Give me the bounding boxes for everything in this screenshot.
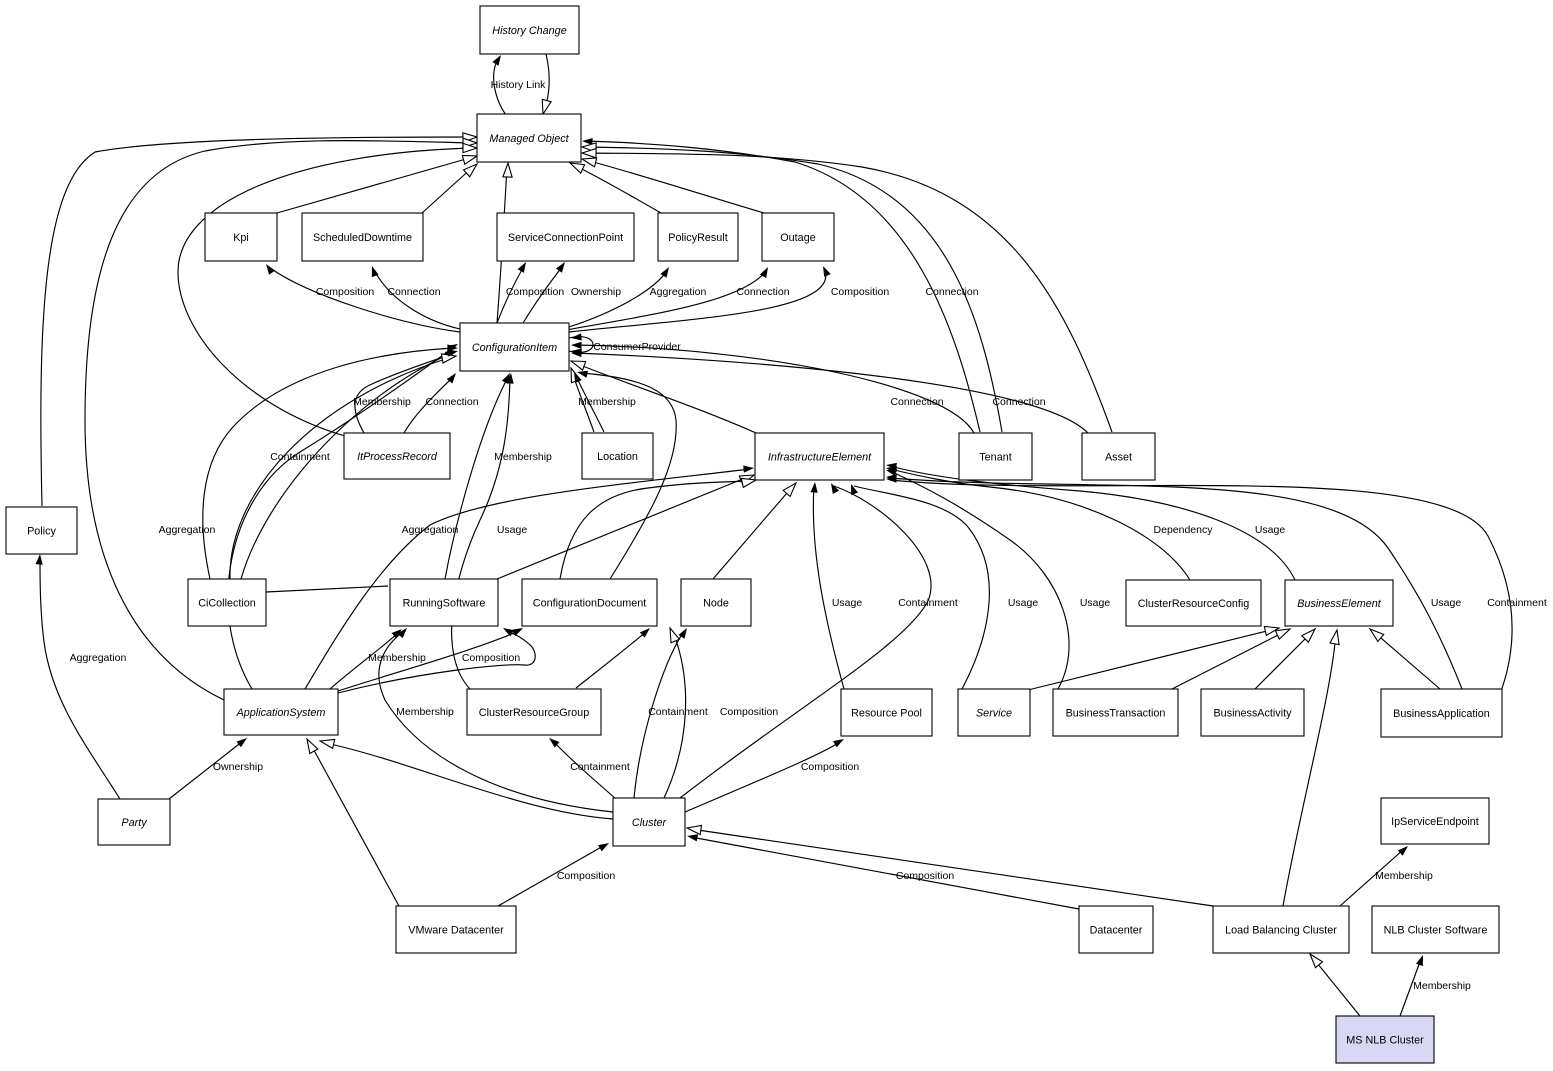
svg-text:RunningSoftware: RunningSoftware	[403, 598, 486, 610]
svg-text:Policy: Policy	[27, 526, 56, 538]
svg-text:Composition: Composition	[896, 870, 955, 882]
svg-text:Composition: Composition	[801, 761, 860, 773]
svg-text:Service: Service	[976, 708, 1012, 720]
svg-text:Managed Object: Managed Object	[489, 133, 569, 145]
svg-text:Membership: Membership	[353, 396, 411, 408]
svg-text:Composition: Composition	[831, 286, 890, 298]
svg-text:Connection: Connection	[890, 396, 943, 408]
svg-text:PolicyResult: PolicyResult	[668, 232, 727, 244]
svg-text:Membership: Membership	[578, 396, 636, 408]
svg-text:ItProcessRecord: ItProcessRecord	[357, 451, 438, 463]
svg-text:BusinessTransaction: BusinessTransaction	[1066, 708, 1166, 720]
svg-text:Aggregation: Aggregation	[70, 652, 127, 664]
svg-text:Usage: Usage	[1080, 597, 1111, 609]
svg-text:ConfigurationDocument: ConfigurationDocument	[533, 598, 646, 610]
svg-text:Kpi: Kpi	[233, 232, 249, 244]
svg-text:Aggregation: Aggregation	[650, 286, 707, 298]
svg-text:Cluster: Cluster	[632, 817, 667, 829]
svg-text:Outage: Outage	[780, 232, 815, 244]
svg-text:ConsumerProvider: ConsumerProvider	[593, 341, 681, 353]
svg-text:BusinessApplication: BusinessApplication	[1393, 708, 1490, 720]
svg-text:ConfigurationItem: ConfigurationItem	[472, 342, 557, 354]
svg-text:History Change: History Change	[492, 25, 566, 37]
svg-text:Composition: Composition	[506, 286, 565, 298]
svg-text:Load Balancing Cluster: Load Balancing Cluster	[1225, 925, 1337, 937]
svg-text:Usage: Usage	[832, 597, 863, 609]
svg-text:Ownership: Ownership	[213, 761, 263, 773]
svg-text:ScheduledDowntime: ScheduledDowntime	[313, 232, 412, 244]
svg-text:Connection: Connection	[387, 286, 440, 298]
svg-text:Location: Location	[597, 451, 638, 463]
svg-text:Membership: Membership	[368, 652, 426, 664]
svg-text:ServiceConnectionPoint: ServiceConnectionPoint	[508, 232, 623, 244]
svg-text:ApplicationSystem: ApplicationSystem	[236, 707, 326, 719]
svg-text:Usage: Usage	[497, 524, 528, 536]
svg-text:Connection: Connection	[992, 396, 1045, 408]
svg-text:BusinessElement: BusinessElement	[1297, 598, 1381, 610]
svg-text:CiCollection: CiCollection	[198, 598, 256, 610]
svg-text:Containment: Containment	[898, 597, 958, 609]
svg-text:Resource Pool: Resource Pool	[851, 708, 922, 720]
svg-text:Containment: Containment	[1487, 597, 1547, 609]
svg-text:Aggregation: Aggregation	[402, 524, 459, 536]
svg-text:InfrastructureElement: InfrastructureElement	[768, 452, 872, 464]
svg-text:Dependency: Dependency	[1154, 524, 1214, 536]
svg-text:VMware Datacenter: VMware Datacenter	[408, 925, 504, 937]
svg-text:Connection: Connection	[425, 396, 478, 408]
svg-text:Aggregation: Aggregation	[159, 524, 216, 536]
svg-text:Party: Party	[121, 817, 147, 829]
svg-text:BusinessActivity: BusinessActivity	[1213, 708, 1292, 720]
svg-text:ClusterResourceGroup: ClusterResourceGroup	[479, 707, 589, 719]
svg-text:Asset: Asset	[1105, 452, 1132, 464]
svg-text:Membership: Membership	[1375, 870, 1433, 882]
svg-text:Usage: Usage	[1008, 597, 1039, 609]
svg-text:Datacenter: Datacenter	[1090, 925, 1143, 937]
svg-text:MS NLB Cluster: MS NLB Cluster	[1346, 1035, 1424, 1047]
svg-text:Membership: Membership	[396, 706, 454, 718]
svg-text:ClusterResourceConfig: ClusterResourceConfig	[1138, 598, 1250, 610]
svg-text:Containment: Containment	[570, 761, 630, 773]
svg-text:Containment: Containment	[648, 706, 708, 718]
svg-text:Node: Node	[703, 598, 729, 610]
svg-text:Tenant: Tenant	[979, 452, 1011, 464]
svg-text:Connection: Connection	[925, 286, 978, 298]
svg-text:Connection: Connection	[736, 286, 789, 298]
svg-text:Usage: Usage	[1431, 597, 1462, 609]
svg-text:Composition: Composition	[462, 652, 521, 664]
svg-text:History Link: History Link	[491, 79, 547, 91]
svg-text:Composition: Composition	[316, 286, 375, 298]
svg-text:Membership: Membership	[1413, 980, 1471, 992]
svg-text:Composition: Composition	[557, 870, 616, 882]
svg-text:Composition: Composition	[720, 706, 779, 718]
svg-text:Ownership: Ownership	[571, 286, 621, 298]
svg-text:Membership: Membership	[494, 451, 552, 463]
svg-text:IpServiceEndpoint: IpServiceEndpoint	[1391, 816, 1479, 828]
svg-text:Usage: Usage	[1255, 524, 1286, 536]
svg-text:NLB Cluster Software: NLB Cluster Software	[1384, 925, 1488, 937]
svg-text:Containment: Containment	[270, 451, 330, 463]
